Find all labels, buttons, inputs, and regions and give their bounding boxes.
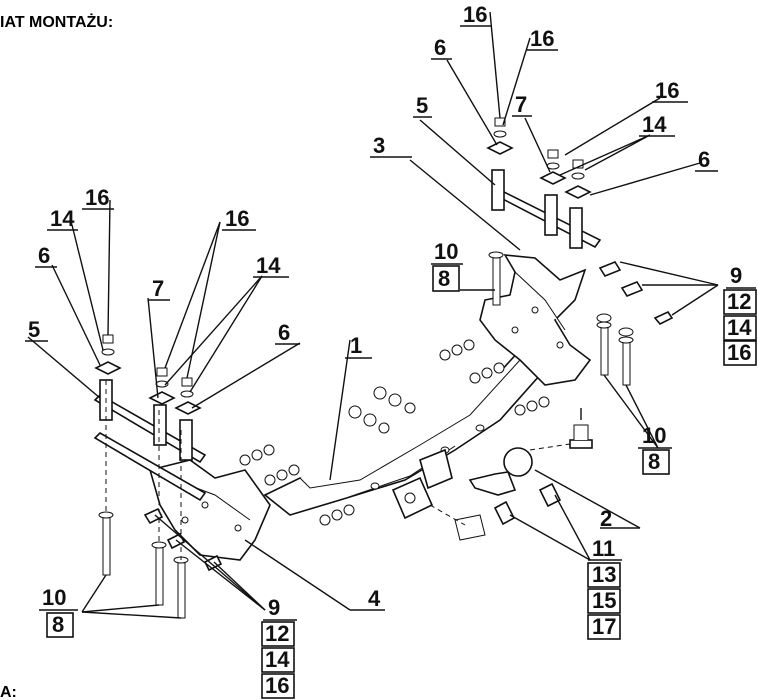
- label-square-washer-right: 6: [434, 35, 446, 60]
- label-washer-left-b: 14: [256, 253, 281, 278]
- label-plate-left: 7: [152, 276, 164, 301]
- label-nut-right-b: 16: [530, 26, 554, 51]
- part-labels: 16 16 6 5 3 7 16 14 6 10 8 9 12 14 16 10: [25, 2, 757, 699]
- label-bolt-left-10: 10: [42, 585, 66, 610]
- label-square-washer-left-b: 6: [278, 320, 290, 345]
- label-ball-fastener-11: 11: [592, 536, 615, 561]
- tow-ball: [468, 408, 593, 496]
- label-bolt-left-8: 8: [52, 612, 64, 637]
- label-square-washer-left: 6: [38, 243, 50, 268]
- label-bolt-right-8: 8: [438, 266, 450, 291]
- label-bolt-right-10: 10: [434, 239, 458, 264]
- nut-clusters: [239, 339, 550, 526]
- label-ball-fastener-15: 15: [592, 588, 616, 613]
- ball-fasteners: [493, 482, 562, 526]
- left-standoffs: [94, 334, 202, 461]
- label-fastener-left-16: 16: [265, 673, 289, 698]
- label-fastener-left-14: 14: [265, 647, 290, 672]
- label-washer-left-a: 14: [50, 206, 75, 231]
- right-spacer-plate: [486, 117, 602, 249]
- label-fastener-right-14: 14: [727, 315, 752, 340]
- label-bolt-right-lower-10: 10: [642, 423, 666, 448]
- label-left-bracket: 4: [368, 586, 381, 611]
- label-tow-ball: 2: [600, 506, 612, 531]
- label-fastener-right-9: 9: [730, 263, 742, 288]
- leader-lines: [27, 11, 719, 619]
- right-bolts: [488, 251, 634, 386]
- label-ball-fastener-13: 13: [592, 562, 616, 587]
- label-right-bracket: 3: [373, 133, 385, 158]
- label-spacer-plate-right: 5: [416, 93, 428, 118]
- label-fastener-left-9: 9: [268, 595, 280, 620]
- label-fastener-left-12: 12: [265, 621, 289, 646]
- label-nut-right-top: 16: [655, 78, 679, 103]
- footer-fragment: A:: [0, 684, 17, 700]
- header-title: IAT MONTAŻU:: [0, 13, 113, 31]
- label-bolt-right-lower-8: 8: [648, 449, 660, 474]
- label-spacer-plate-left: 5: [28, 317, 40, 342]
- label-main-beam: 1: [350, 333, 362, 358]
- label-ball-fastener-17: 17: [592, 614, 616, 639]
- label-fastener-right-12: 12: [727, 289, 751, 314]
- label-washer-right: 14: [642, 112, 667, 137]
- left-spacer-plate: [93, 394, 207, 502]
- label-nut-right-a: 16: [463, 2, 487, 27]
- label-plate-right: 7: [515, 92, 527, 117]
- left-bolts: [98, 380, 189, 619]
- label-nut-left-a: 16: [85, 185, 109, 210]
- right-side-bolts: [598, 261, 674, 325]
- socket-plate: [391, 448, 486, 541]
- label-nut-left-b: 16: [225, 206, 249, 231]
- label-square-washer-right-b: 6: [698, 147, 710, 172]
- label-fastener-right-16: 16: [727, 340, 751, 365]
